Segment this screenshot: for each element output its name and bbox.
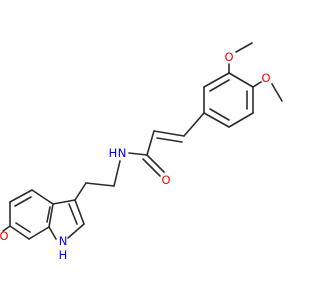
bond <box>146 130 155 156</box>
nitrogen-label-amide: N <box>118 146 127 160</box>
bond <box>48 203 54 228</box>
bond <box>67 223 85 239</box>
double-bond-inner <box>68 203 78 225</box>
ethyl-chain <box>74 160 121 201</box>
aromatic-bond <box>15 222 31 233</box>
bond <box>9 225 30 240</box>
bond <box>128 152 148 156</box>
dimethoxyphenyl-ring <box>203 72 254 128</box>
indole-pyrrole-ring <box>48 199 85 240</box>
bond <box>48 226 57 240</box>
bond <box>146 154 165 173</box>
atom-labels: O O O N H N H O <box>0 50 271 262</box>
bond <box>183 112 205 137</box>
bond <box>2 225 11 232</box>
bond <box>228 72 254 88</box>
bond <box>153 130 185 137</box>
bond <box>9 189 33 203</box>
double-bond-inner <box>142 158 161 177</box>
bond <box>203 112 230 128</box>
bond <box>113 160 121 187</box>
bond <box>228 112 254 128</box>
double-bond-inner <box>156 137 183 143</box>
structure-canvas: O O O N H N H O <box>0 42 283 262</box>
oxygen-label-carbonyl: O <box>161 173 170 187</box>
molecule-drawing: O O O N H N H O <box>0 42 283 262</box>
bond <box>271 83 283 102</box>
aromatic-bond <box>209 79 230 92</box>
bond <box>203 72 230 88</box>
acrylamide-linker <box>128 112 205 177</box>
nitrogen-label-indole: N <box>59 234 68 248</box>
methoxy-group-indole <box>2 225 11 232</box>
bond <box>235 42 253 53</box>
aromatic-bond <box>209 108 230 121</box>
bond <box>252 81 262 88</box>
hydrogen-label-indole: H <box>59 248 68 262</box>
oxygen-label-methoxy-left: O <box>0 229 9 243</box>
oxygen-label-methoxy-top: O <box>224 50 233 64</box>
indole-benzene-ring <box>9 189 54 240</box>
bond <box>31 189 54 205</box>
oxygen-label-methoxy-right: O <box>261 71 270 85</box>
hydrogen-label-amide: H <box>109 146 118 160</box>
bond <box>74 199 85 225</box>
bond <box>85 182 115 187</box>
bond <box>52 199 76 205</box>
bond <box>74 182 87 201</box>
bond <box>28 226 50 240</box>
aromatic-bond <box>14 196 32 207</box>
aromatic-bond <box>46 206 51 223</box>
methoxy-groups-phenyl <box>228 42 283 102</box>
